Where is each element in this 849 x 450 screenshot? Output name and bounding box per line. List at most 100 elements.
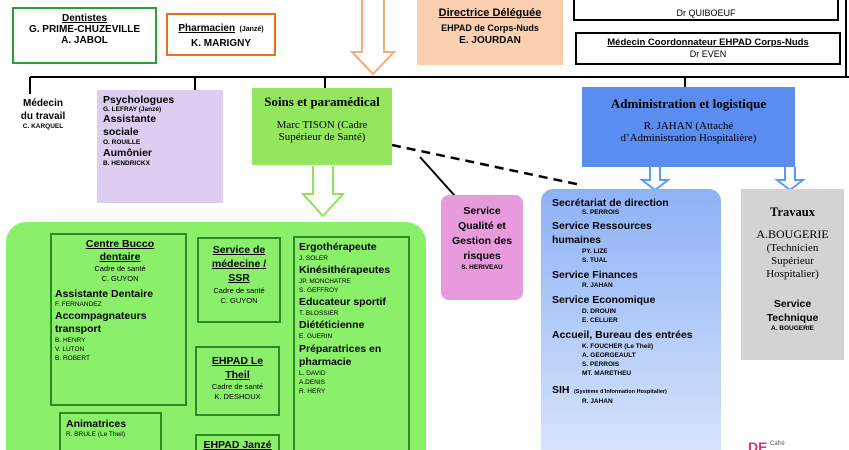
sih-name: R. JAHAN: [582, 398, 613, 405]
fin-name: R. JAHAN: [582, 282, 613, 289]
ssr-name: C. GUYON: [220, 296, 258, 305]
coordinator-name: Dr EVEN: [689, 49, 727, 59]
pharmacist-title: Pharmacien: [178, 23, 236, 34]
acc-name-2: A. GEORGEAULT: [582, 352, 636, 359]
eco-name-2: E. CELLIER: [582, 317, 618, 324]
escort-name-2: V. LUTON: [55, 346, 85, 353]
quality-name: S. HERIVEAU: [461, 264, 503, 271]
occupational-line-2: du travail: [20, 111, 66, 122]
social-name: O. ROUILLE: [103, 139, 141, 146]
pharmacist-note: (Janzé): [239, 26, 264, 33]
quality-line-1: Service: [463, 205, 501, 217]
social-title-2: sociale: [103, 126, 139, 138]
bucco-name: C. GUYON: [101, 274, 139, 283]
sih-title: SIH: [552, 384, 570, 396]
theil-role: Cadre de santé: [211, 382, 264, 391]
theil-name: K. DESHOUX: [214, 392, 261, 401]
psych-title: Psychologues: [103, 94, 175, 106]
escort-name-1: B. HENRY: [55, 337, 86, 344]
escort-name-3: B. ROBERT: [55, 355, 90, 362]
hr-name-1: PY. LIZE: [582, 248, 608, 255]
fin-title: Service Finances: [552, 269, 638, 281]
kine-name-1: JP. MONCHATRE: [299, 278, 351, 285]
admin-role: d’Administration Hospitalière): [620, 132, 757, 144]
eco-name-1: D. DROUIN: [582, 308, 616, 315]
acc-title: Accueil, Bureau des entrées: [552, 329, 693, 341]
psychologists-box: Psychologues G. LEFRAY (Janzé) Assistant…: [97, 90, 223, 203]
admin-box: Administration et logistique R. JAHAN (A…: [582, 87, 795, 167]
arrow-admin-2: [774, 167, 806, 192]
eco-title: Service Economique: [552, 294, 656, 306]
bucco-title-1: Centre Bucco: [85, 238, 155, 250]
bucco-box: Centre Bucco dentaire Cadre de santé C. …: [50, 233, 187, 406]
care-box: Soins et paramédical Marc TISON (Cadre S…: [252, 88, 392, 165]
prep-title: Préparatrices en: [299, 343, 382, 355]
pharmacist-name: K. MARIGNY: [191, 38, 251, 49]
animators-box: Animatrices R. BRULE (Le Theil): [59, 412, 162, 450]
social-title: Assistante: [103, 113, 157, 125]
ssr-title-3: SSR: [228, 272, 250, 284]
kine-name-2: S. GEFFROY: [299, 287, 339, 294]
ssr-title-1: Service de: [212, 244, 266, 256]
director-box: Directrice Déléguée EHPAD de Corps-Nuds …: [417, 0, 563, 65]
diet-title: Diététicienne: [299, 319, 365, 331]
kine-title: Kinésithérapeutes: [299, 264, 391, 276]
works-box: Travaux A.BOUGERIE (Technicien Supérieur…: [741, 189, 844, 360]
psych-name: G. LEFRAY (Janzé): [103, 106, 162, 113]
escorts-title-2: transport: [55, 323, 102, 335]
theil-title-2: Theil: [225, 369, 250, 381]
prep-name-2: A.DENIS: [299, 379, 326, 386]
doctor-top-name: Dr QUIBOEUF: [676, 8, 736, 18]
care-title: Soins et paramédical: [264, 94, 380, 109]
acc-name-1: K. FOUCHER (Le Theil): [582, 343, 654, 350]
admin-name: R. JAHAN (Attaché: [643, 120, 734, 132]
director-title: Directrice Déléguée: [438, 7, 542, 19]
ergo-title: Ergothérapeute: [299, 241, 377, 253]
bucco-role: Cadre de santé: [94, 264, 146, 273]
janze-box: EHPAD Janzé: [195, 434, 280, 450]
tech-title: Service: [773, 298, 812, 310]
dental-assistant-name: F. FERNANDEZ: [55, 301, 102, 308]
acc-name-4: MT. MARETHEU: [582, 370, 632, 377]
tech-name: A. BOUGERIE: [771, 325, 814, 332]
prep-title-2: pharmacie: [299, 356, 352, 368]
janze-title: EHPAD Janzé: [203, 439, 272, 450]
coordinator-title: Médecin Coordonnateur EHPAD Corps-Nuds: [607, 37, 809, 48]
sport-title: Educateur sportif: [299, 296, 386, 308]
admin-services-box: Secrétariat de direction S. PERROIS Serv…: [541, 189, 721, 450]
prep-name-1: L. DAVID: [299, 370, 326, 377]
bucco-title-2: dentaire: [99, 251, 141, 263]
arrow-care: [300, 166, 346, 218]
works-title: Travaux: [770, 205, 815, 219]
arrow-admin-1: [639, 167, 671, 192]
quality-line-4: risques: [463, 250, 501, 262]
sec-name: S. PERROIS: [582, 209, 620, 216]
escorts-title-1: Accompagnateurs: [55, 310, 147, 322]
animators-name: R. BRULE (Le Theil): [66, 431, 126, 438]
animators-title: Animatrices: [66, 418, 127, 430]
ssr-role: Cadre de santé: [213, 286, 265, 295]
arrow-top: [349, 0, 397, 76]
theil-box: EHPAD Le Theil Cadre de santé K. DESHOUX: [195, 346, 280, 416]
works-role-2: Supérieur: [771, 255, 814, 267]
logo-small: Cafrè: [770, 441, 785, 447]
quality-line-2: Qualité et: [458, 220, 506, 232]
dentist-name-1: G. PRIME-CHUZEVILLE: [28, 24, 141, 35]
coordinator-box: Médecin Coordonnateur EHPAD Corps-Nuds D…: [575, 32, 841, 65]
sih-sub: (Système d’Information Hospitalier): [573, 389, 667, 395]
chaplain-title: Aumônier: [103, 147, 153, 159]
dentists-box: Dentistes G. PRIME-CHUZEVILLE A. JABOL: [12, 7, 157, 64]
pharmacist-box: Pharmacien (Janzé) K. MARIGNY: [166, 13, 276, 56]
dashed-link: [391, 143, 582, 187]
works-name: A.BOUGERIE: [756, 227, 829, 241]
works-role-1: (Technicien: [766, 242, 819, 254]
sport-name: T. BLOSSIER: [299, 310, 339, 317]
quality-box: Service Qualité et Gestion des risques S…: [441, 195, 523, 300]
ssr-title-2: médecine /: [211, 258, 267, 270]
doctor-top-box: Dr QUIBOEUF: [573, 0, 839, 21]
logo-text: DE: [748, 440, 768, 450]
prep-name-3: R. HERY: [299, 388, 326, 395]
dental-assistant-title: Assistante Dentaire: [55, 288, 154, 300]
logo: DE Cafrè: [748, 440, 808, 450]
